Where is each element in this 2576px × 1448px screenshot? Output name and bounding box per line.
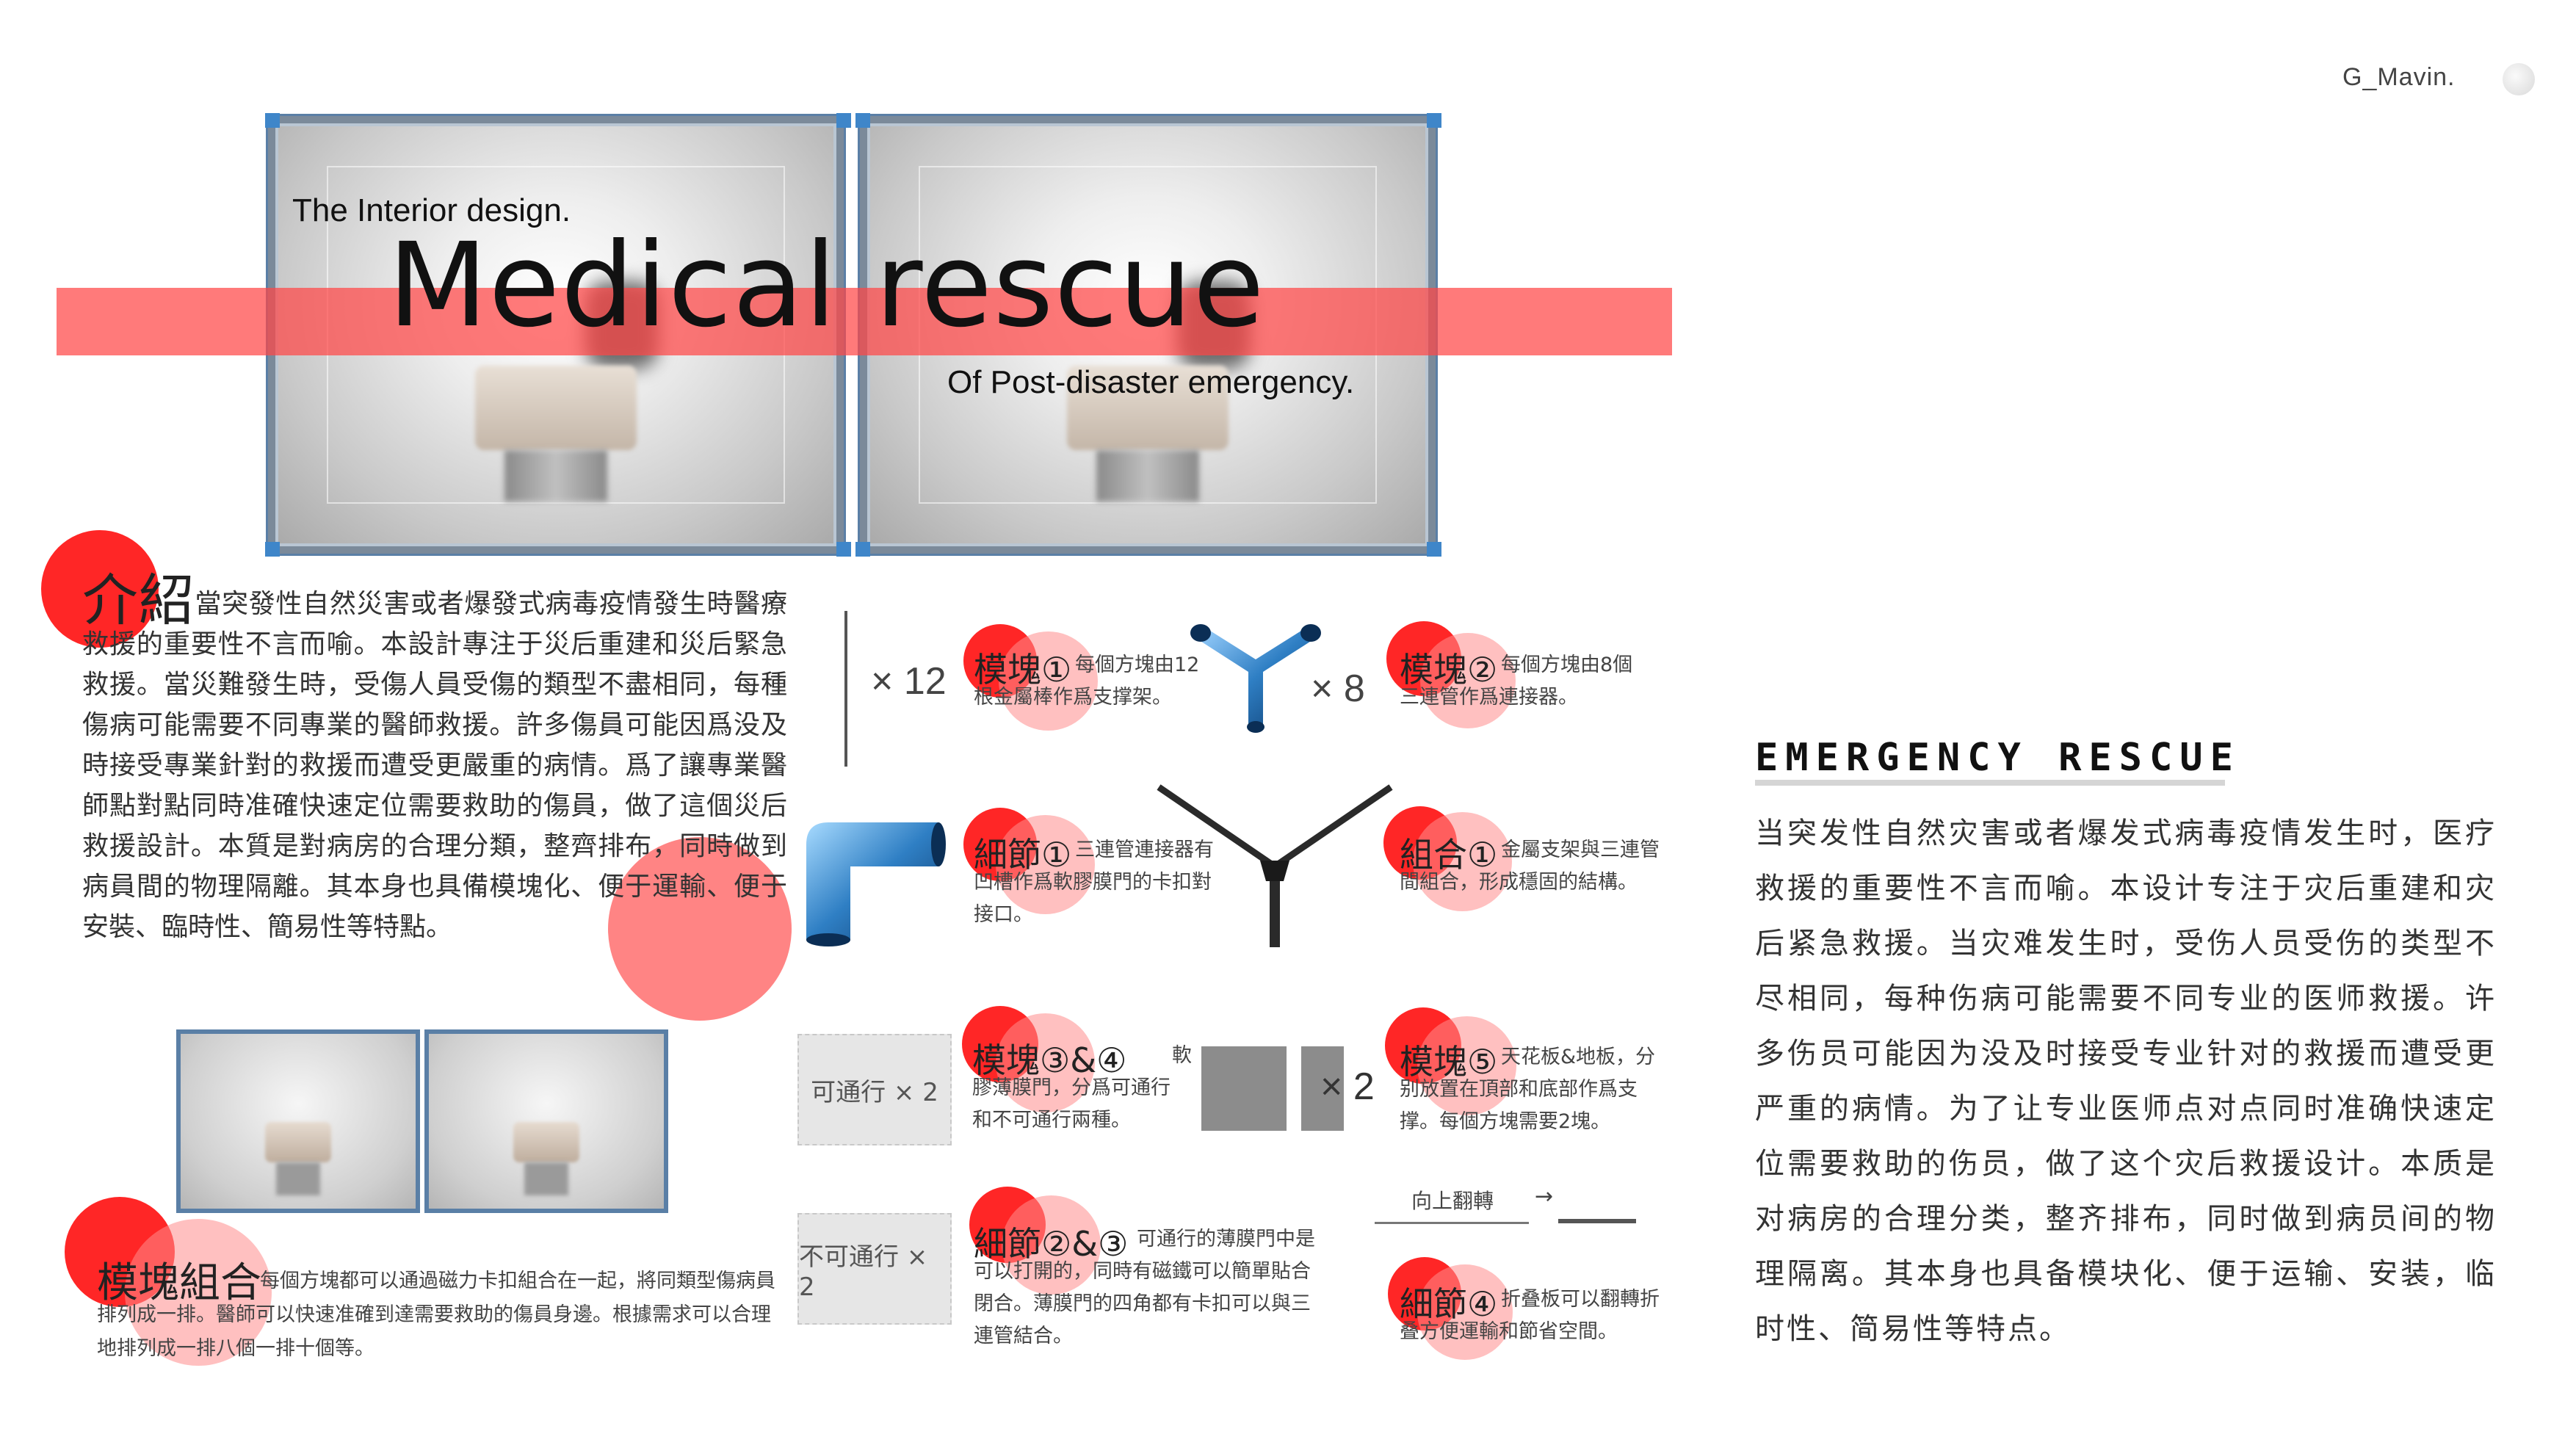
right-title: EMERGENCY RESCUE [1755, 736, 2240, 780]
title-band [57, 288, 1672, 355]
module-1-label: 模塊① [974, 650, 1072, 689]
combo-text: 每個方塊都可以通過磁力卡扣組合在一起，將同類型傷病員排列成一排。醫師可以快速准確… [97, 1270, 775, 1360]
combo-1-desc: 金屬支架與三連管間組合，形成穩固的結構。 [1400, 839, 1660, 894]
rod-count: × 12 [871, 660, 947, 703]
metal-rod-graphic [844, 611, 847, 767]
accent-circle [125, 1219, 272, 1366]
module-2-desc: 每個方塊由8個三連管作爲連接器。 [1400, 654, 1633, 709]
frame-joint-icon [1157, 784, 1393, 947]
flip-arrow-icon: → [1535, 1184, 1554, 1209]
detail-23-label: 細節②&③ [974, 1224, 1129, 1264]
hero-subtitle-bottom: Of Post-disaster emergency. [947, 364, 1355, 400]
title-underline [1755, 780, 2225, 786]
accent-circle [996, 1013, 1095, 1112]
detail-1-label: 細節① [974, 835, 1072, 875]
detail-1-desc: 三連管連接器有凹槽作爲軟膠膜門的卡扣對接口。 [974, 839, 1214, 926]
hero-title: Medical rescue [388, 218, 1265, 353]
hero-subtitle-top: The Interior design. [292, 192, 571, 228]
accent-circle [1417, 1016, 1516, 1115]
module-5-label: 模塊⑤ [1400, 1042, 1498, 1082]
accent-circle [1420, 633, 1516, 728]
accent-circle [1413, 812, 1512, 911]
connector-count: × 8 [1311, 667, 1365, 710]
intro-heading: 介紹 [82, 568, 195, 633]
non-passable-door-box: 不可通行 × 2 [797, 1213, 952, 1325]
flip-panel-before [1375, 1222, 1529, 1224]
flip-label: 向上翻轉 [1411, 1189, 1494, 1213]
module-1-desc: 每個方塊由12根金屬棒作爲支撑架。 [974, 654, 1200, 709]
detail-23-desc: 可通行的薄膜門中是可以打開的，同時有磁鐵可以簡單貼合閉合。薄膜門的四角都有卡扣可… [974, 1228, 1315, 1347]
module-2-label: 模塊② [1400, 650, 1498, 689]
accent-circle [608, 837, 792, 1021]
mini-room-right [424, 1029, 668, 1213]
intro-text: 當突發性自然災害或者爆發式病毒疫情發生時醫療救援的重要性不言而喻。本設計專注于災… [82, 589, 787, 942]
module-5-desc: 天花板&地板，分别放置在頂部和底部作爲支撑。每個方塊需要2塊。 [1400, 1046, 1656, 1133]
floor-panel [1301, 1046, 1344, 1131]
right-text: 当突发性自然灾害或者爆发式病毒疫情发生时，医疗救援的重要性不言而喻。本设计专注于… [1755, 817, 2497, 1346]
mini-room-left [176, 1029, 420, 1213]
ceiling-panel [1201, 1046, 1287, 1131]
intro-section: 介紹當突發性自然災害或者爆發式病毒疫情發生時醫療救援的重要性不言而喻。本設計專注… [82, 573, 787, 947]
module-34-label: 模塊③&④ [972, 1040, 1127, 1080]
detail-4-desc: 折叠板可以翻轉折叠方便運輸和節省空間。 [1400, 1288, 1660, 1343]
accent-circle [1417, 1264, 1513, 1360]
combo-heading: 模塊組合 [97, 1259, 261, 1307]
panel-count: × 2 [1320, 1065, 1375, 1108]
brand-dot-icon [2503, 63, 2535, 95]
module-34-desc: 軟膠薄膜門，分爲可通行和不可通行兩種。 [972, 1044, 1192, 1132]
accent-circle [1002, 1195, 1101, 1295]
flip-panel-after [1558, 1219, 1636, 1223]
accent-circle [999, 631, 1098, 731]
elbow-connector-icon [806, 822, 946, 946]
passable-door-box: 可通行 × 2 [797, 1034, 952, 1145]
accent-circle [996, 815, 1095, 914]
brand-name: G_Mavin. [2342, 63, 2456, 91]
three-way-connector-icon [1190, 624, 1321, 733]
accent-circle [41, 530, 159, 648]
detail-4-label: 細節④ [1400, 1284, 1498, 1324]
combo-1-label: 組合① [1400, 835, 1498, 875]
